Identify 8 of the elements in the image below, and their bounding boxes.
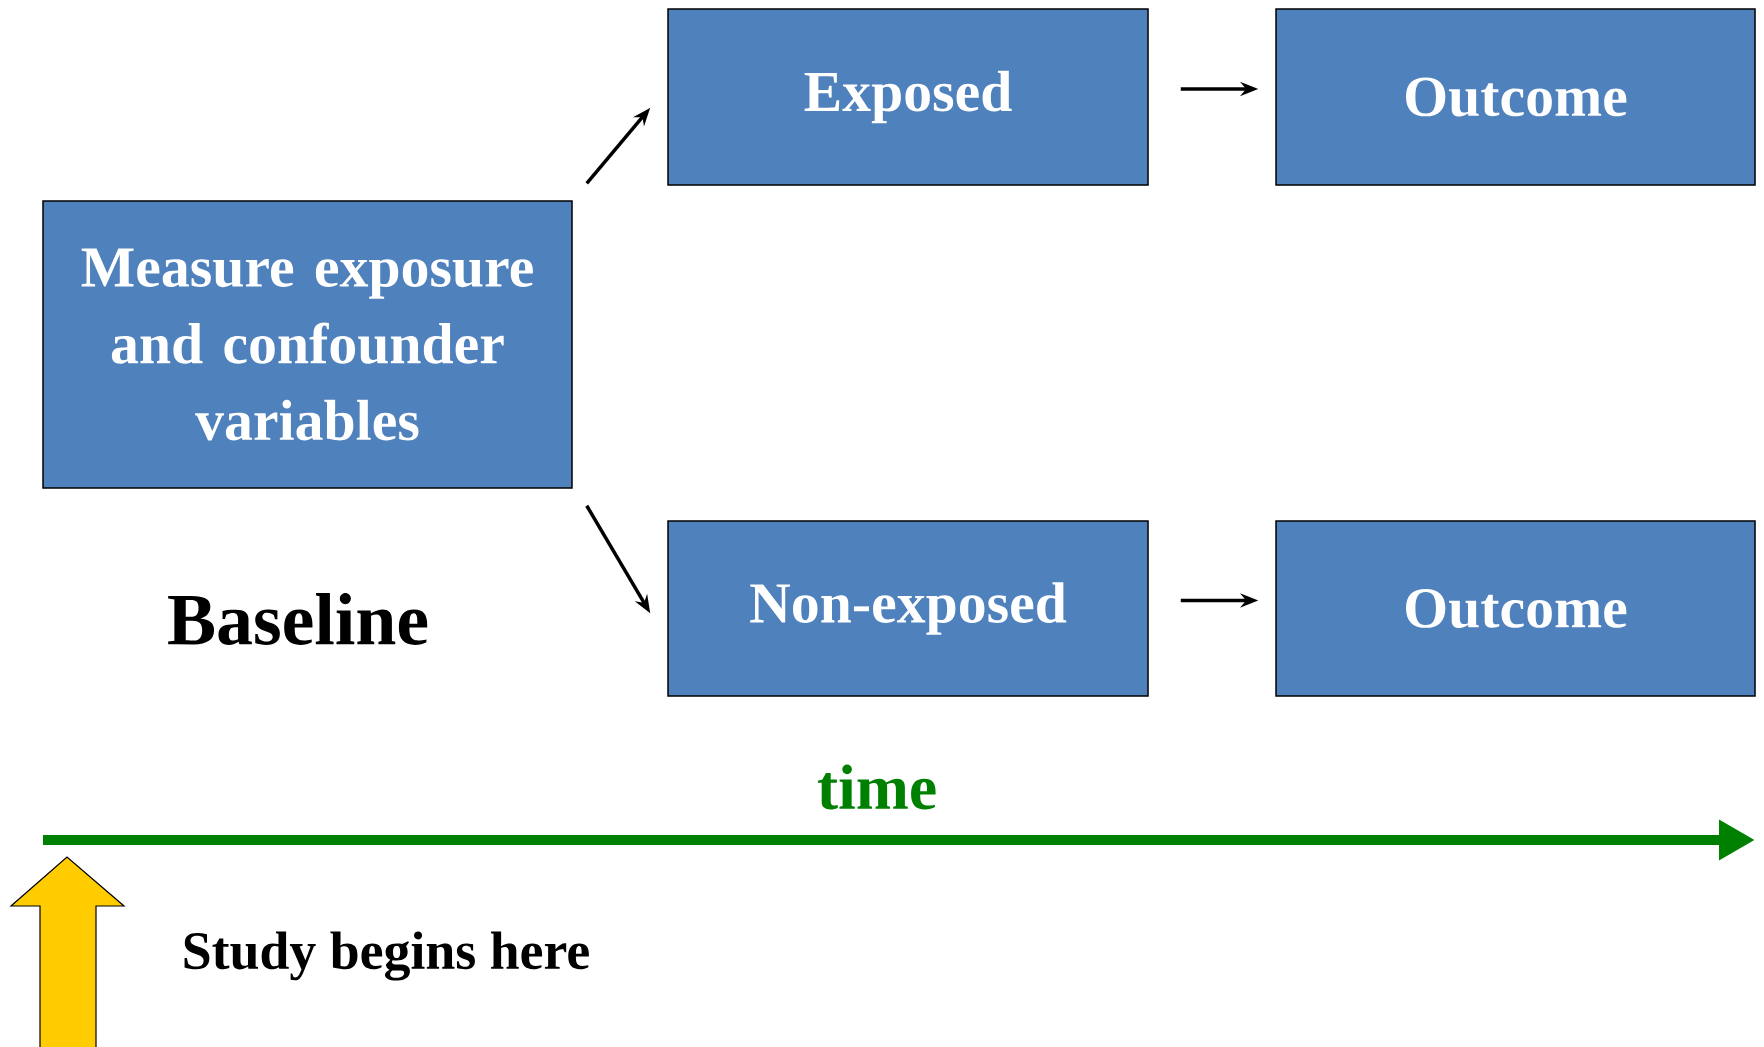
process-box: Outcome (1275, 520, 1756, 697)
process-box: Non-exposed (667, 520, 1149, 697)
process-box: Exposed (667, 8, 1149, 186)
process-box: Measure exposure and confounder variables (42, 200, 573, 489)
axis-label: time (817, 764, 936, 810)
process-box: Outcome (1275, 8, 1756, 186)
annotation-text: Study begins here (184, 931, 589, 981)
phase-label: Baseline (168, 593, 428, 645)
